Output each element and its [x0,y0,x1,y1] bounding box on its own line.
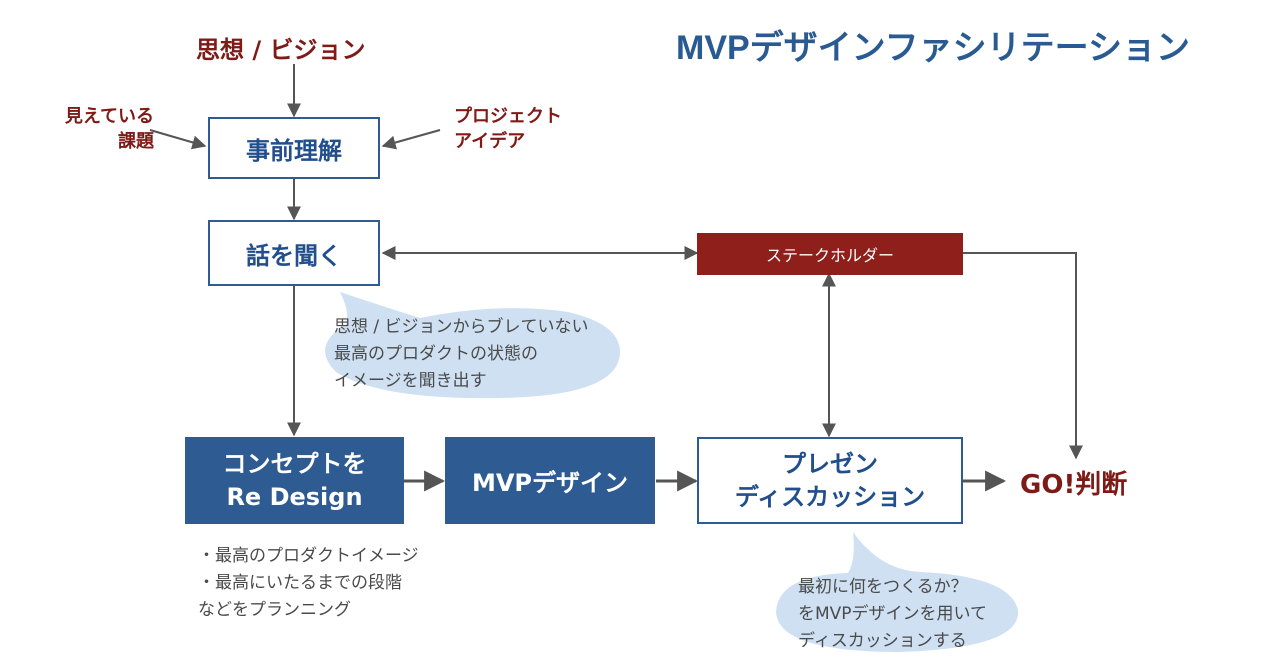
presentation-speech-bubble [776,532,1019,652]
project-idea-label: プロジェクト アイデア [454,106,562,152]
step-understanding: 事前理解 [208,117,380,179]
concept-planning-note: ・最高のプロダクトイメージ ・最高にいたるまでの段階 などをプランニング [198,546,419,620]
visible-issues-label: 見えている 課題 [64,106,154,152]
step-mvp-design: MVPデザイン [445,437,655,524]
arrow-stakeholder-to-go [963,252,1083,460]
presentation-callout-text: 最初に何をつくるか？ をMVPデザインを用いて ディスカッションする [798,577,988,651]
arrow-issues-to-understanding [149,129,207,150]
listen-speech-bubble [325,292,620,399]
step-presentation-discussion: プレゼン ディスカッション [697,437,963,524]
stakeholder-box: ステークホルダー [697,233,963,275]
listen-callout-text: 思想 / ビジョンからブレていない 最高のプロダクトの状態の イメージを聞き出す [334,317,589,391]
step-listen: 話を聞く [208,220,380,286]
page-title: MVPデザインファシリテーション [676,29,1190,67]
vision-label: 思想 / ビジョン [196,36,366,64]
go-decision-label: GO!判断 [1020,470,1128,500]
arrow-idea-to-understanding [381,129,441,150]
step-concept-redesign: コンセプトを Re Design [185,437,404,524]
